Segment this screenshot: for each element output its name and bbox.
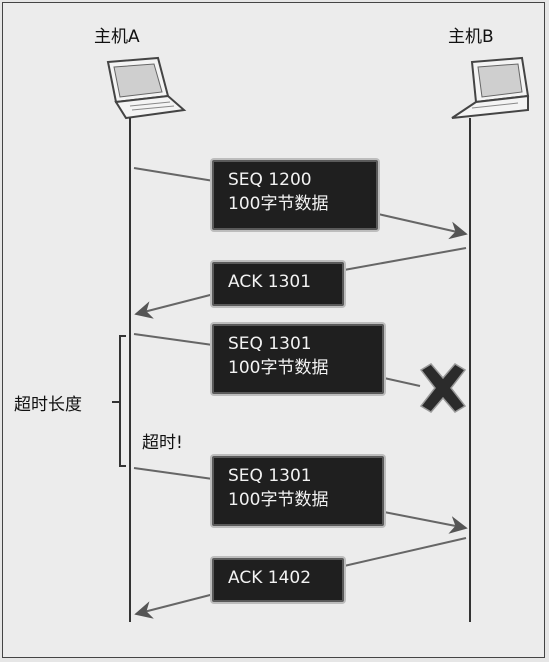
message-box-seq-1301-retransmit: SEQ 1301 100字节数据 xyxy=(212,456,384,526)
arrow-ack-1402 xyxy=(134,537,467,619)
laptop-icon xyxy=(451,56,530,119)
message-line-2: 100字节数据 xyxy=(228,358,329,378)
message-line-2: 100字节数据 xyxy=(228,490,329,510)
timeout-bracket xyxy=(112,335,126,467)
message-box-ack-1402: ACK 1402 xyxy=(212,558,344,602)
message-line-1: SEQ 1301 xyxy=(228,466,312,486)
message-line-1: ACK 1402 xyxy=(228,568,312,588)
x-mark-icon xyxy=(419,363,467,413)
arrow-seq-1200 xyxy=(133,167,468,240)
message-line-1: SEQ 1301 xyxy=(228,334,312,354)
message-box-ack-1301: ACK 1301 xyxy=(212,262,344,306)
message-line-1: SEQ 1200 xyxy=(228,170,312,190)
message-line-1: ACK 1301 xyxy=(228,272,312,292)
arrow-seq-1301-lost xyxy=(133,333,421,387)
timeout-length-label: 超时长度 xyxy=(14,395,82,415)
arrow-ack-1301 xyxy=(134,247,467,319)
host-b-label: 主机B xyxy=(448,27,494,47)
timeout-label: 超时! xyxy=(142,433,183,453)
laptop-icon xyxy=(106,56,187,120)
message-box-seq-1200: SEQ 1200 100字节数据 xyxy=(212,160,378,230)
host-a-label: 主机A xyxy=(94,27,140,47)
message-line-2: 100字节数据 xyxy=(228,194,329,214)
message-box-seq-1301: SEQ 1301 100字节数据 xyxy=(212,324,384,394)
arrow-seq-1301-retransmit xyxy=(133,467,468,534)
